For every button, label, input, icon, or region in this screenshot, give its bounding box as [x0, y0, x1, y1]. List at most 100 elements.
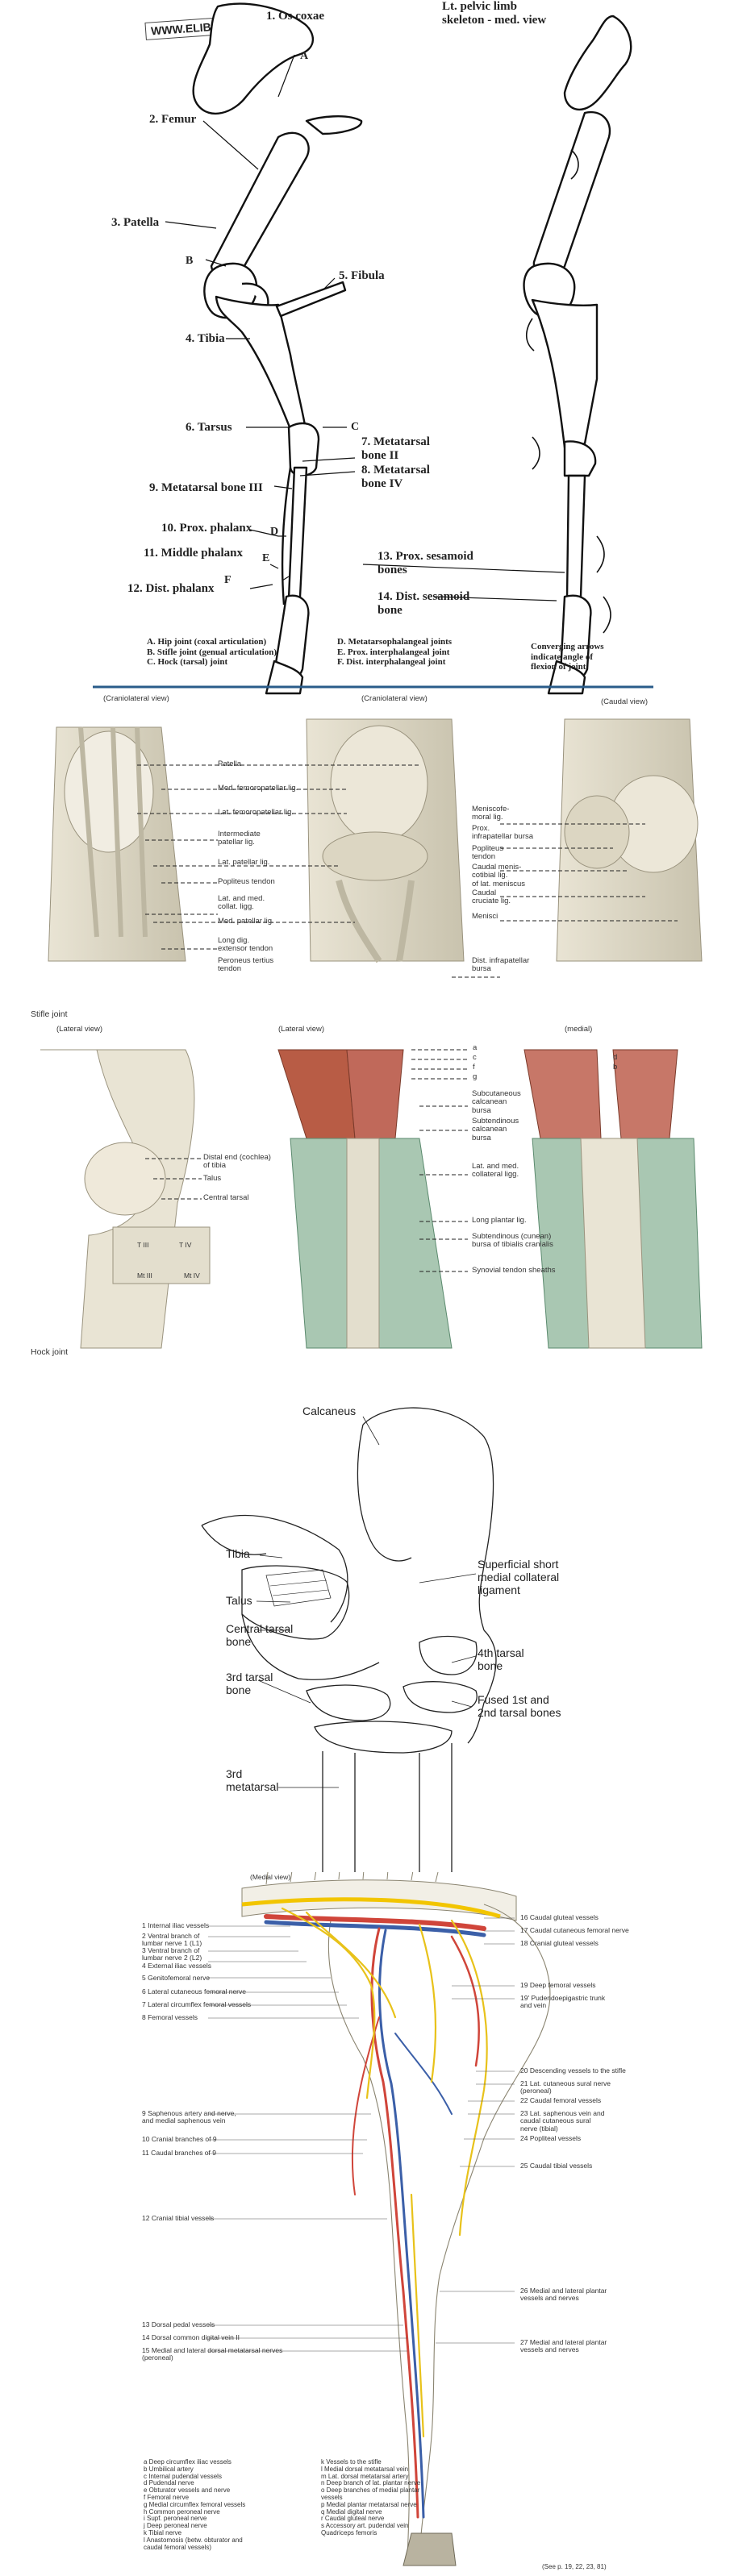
skeleton-legend-col1: A. Hip joint (coxal articulation) B. Sti…	[147, 637, 277, 668]
stifle-label-peroneus: Peroneus tertius tendon	[218, 956, 274, 974]
hock-label-subcut-bursa: Subcutaneous calcanean bursa	[472, 1089, 521, 1115]
label-middle-phalanx: 11. Middle phalanx	[144, 547, 243, 560]
label-patella: 3. Patella	[111, 216, 160, 229]
stifle-label-dist-infra: Dist. infrapatellar bursa	[472, 956, 530, 974]
label-os-coxae: 1. Os coxae	[266, 10, 325, 23]
hock-view-2: (Lateral view)	[278, 1025, 325, 1034]
vessel-label-right-23: 23 Lat. saphenous vein and caudal cutane…	[520, 2109, 605, 2133]
vessel-label-left-6: 6 Lateral cutaneous femoral nerve	[142, 1987, 246, 1995]
vessels-illustration	[208, 1872, 551, 2566]
tarsal-label-third-tarsal: 3rd tarsal bone	[226, 1671, 273, 1697]
stifle-view-1: (Craniolateral view)	[103, 694, 169, 703]
label-tarsus: 6. Tarsus	[186, 421, 232, 434]
vessels-view: (Medial view)	[250, 1873, 291, 1881]
vessel-label-left-15: 15 Medial and lateral dorsal metatarsal …	[142, 2346, 283, 2362]
vessel-label-left-12: 12 Cranial tibial vessels	[142, 2214, 215, 2222]
stifle-label-long-dig: Long dig. extensor tendon	[218, 936, 273, 954]
hock-caption: Hock joint	[31, 1347, 69, 1357]
hock-panel: (Lateral view) (Lateral view) (medial) a…	[0, 1025, 755, 1364]
stifle-label-caudal-menisco: Caudal menis- cotibial lig. of lat. meni…	[472, 863, 525, 888]
stifle-view-3: (Caudal view)	[601, 697, 649, 706]
label-prox-phalanx: 10. Prox. phalanx	[161, 522, 252, 535]
stifle-label-popliteus: Popliteus tendon	[218, 877, 275, 886]
hock-label-distal-end: Distal end (cochlea) of tibia	[203, 1153, 271, 1171]
vessel-label-left-2: 2 Ventral branch of lumbar nerve 1 (L1)	[142, 1932, 202, 1948]
vessel-label-left-3: 3 Ventral branch of lumbar nerve 2 (L2)	[142, 1946, 202, 1962]
label-joint-f: F	[224, 574, 232, 586]
skeleton-legend-col3: Converging arrows indicate angle of flex…	[531, 642, 604, 672]
stifle-label-int-pat: Intermediate patellar lig.	[218, 830, 261, 847]
vessel-label-right-16: 16 Caudal gluteal vessels	[520, 1913, 599, 1921]
hock-label-mt3: Mt III	[137, 1271, 152, 1280]
tarsal-drawing-panel: Calcaneus Tibia Superficial short medial…	[0, 1364, 755, 1872]
hock-letters-right: d b	[613, 1053, 618, 1072]
skeleton-title: Lt. pelvic limb skeleton - med. view	[442, 0, 547, 27]
label-joint-b: B	[186, 255, 194, 267]
vessel-label-left-13: 13 Dorsal pedal vessels	[142, 2320, 215, 2328]
vessel-label-right-22: 22 Caudal femoral vessels	[520, 2096, 602, 2104]
skeleton-panel: WWW.ELIBRAVET.COM Lt. pelvic limb skelet…	[0, 0, 755, 701]
vessel-label-left-10: 10 Cranial branches of 9	[142, 2135, 217, 2143]
hock-view-3: (medial)	[565, 1025, 593, 1034]
vessel-label-left-4: 4 External iliac vessels	[142, 1962, 211, 1970]
stifle-caption: Stifle joint	[31, 1009, 68, 1019]
skeleton-drawing	[93, 2, 653, 695]
label-mt-iii: 9. Metatarsal bone III	[149, 481, 263, 494]
tarsal-label-fourth-tarsal: 4th tarsal bone	[478, 1646, 524, 1673]
label-fibula: 5. Fibula	[339, 269, 385, 282]
stifle-label-coll-ligg: Lat. and med. collat. ligg.	[218, 894, 265, 912]
stifle-illustration	[48, 718, 703, 978]
tarsal-label-calcaneus: Calcaneus	[302, 1405, 357, 1417]
hock-label-central-tarsal: Central tarsal	[203, 1193, 249, 1202]
stifle-label-lat-fempat: Lat. femoropatellar lig.	[218, 808, 294, 817]
vessel-label-right-27: 27 Medial and lateral plantar vessels an…	[520, 2338, 607, 2354]
hock-letters-left: a c f g	[473, 1043, 478, 1081]
tarsal-label-third-mt: 3rd metatarsal	[226, 1767, 279, 1794]
vessel-label-right-25: 25 Caudal tibial vessels	[520, 2162, 593, 2170]
vessel-label-left-5: 5 Genitofemoral nerve	[142, 1974, 211, 1982]
stifle-label-menisci: Menisci	[472, 912, 498, 921]
vessel-label-right-17: 17 Caudal cutaneous femoral nerve	[520, 1926, 629, 1934]
tarsal-line-drawing	[201, 1407, 497, 1872]
label-mt-ii: 7. Metatarsal bone II	[361, 435, 430, 463]
vessel-label-right-19: 19 Deep femoral vessels	[520, 1981, 596, 1989]
label-joint-e: E	[262, 552, 270, 564]
skeleton-legend-col2: D. Metatarsophalangeal joints E. Prox. i…	[337, 637, 453, 668]
hock-label-subtend-bursa: Subtendinous calcanean bursa	[472, 1117, 519, 1142]
tarsal-label-sup-short: Superficial short medial collateral liga…	[478, 1558, 560, 1597]
hock-label-mt4: Mt IV	[184, 1271, 200, 1280]
hock-label-t4: T IV	[179, 1241, 192, 1249]
vessel-label-left-11: 11 Caudal branches of 9	[142, 2149, 216, 2157]
stifle-label-med-pat: Med. patellar lig.	[218, 917, 274, 926]
label-prox-sesamoid: 13. Prox. sesamoid bones	[378, 550, 473, 577]
tarsal-label-central-tarsal: Central tarsal bone	[226, 1622, 294, 1649]
stifle-view-2: (Craniolateral view)	[361, 694, 428, 703]
hock-illustration	[40, 1049, 703, 1349]
stifle-label-lat-pat: Lat. patellar lig.	[218, 858, 270, 867]
stifle-label-patella: Patella	[218, 759, 242, 768]
hock-label-coll-lig: Lat. and med. collateral ligg.	[472, 1162, 519, 1180]
label-tibia: 4. Tibia	[186, 332, 225, 345]
label-joint-c: C	[351, 421, 360, 433]
vessel-label-right-20: 20 Descending vessels to the stifle	[520, 2066, 626, 2075]
tarsal-label-talus: Talus	[226, 1594, 252, 1607]
vessel-label-left-9: 9 Saphenous artery and nerve, and medial…	[142, 2109, 236, 2125]
label-joint-a: A	[300, 50, 309, 62]
vessel-label-right-19b: 19' Pudendoepigastric trunk and vein	[520, 1994, 606, 2010]
label-joint-d: D	[270, 526, 279, 538]
stifle-label-caudal-cruciate: Caudal cruciate lig.	[472, 888, 511, 906]
label-mt-iv: 8. Metatarsal bone IV	[361, 464, 430, 491]
hock-label-talus: Talus	[203, 1174, 222, 1183]
hock-view-1: (Lateral view)	[56, 1025, 103, 1034]
vessel-label-right-24: 24 Popliteal vessels	[520, 2134, 582, 2142]
vessel-label-left-7: 7 Lateral circumflex femoral vessels	[142, 2000, 252, 2008]
vessel-label-left-14: 14 Dorsal common digital vein II	[142, 2333, 240, 2341]
stifle-label-popliteus-2: Popliteus tendon	[472, 844, 504, 862]
vessels-panel: (Medial view) 1 Internal iliac vessels 2…	[0, 1872, 755, 2576]
vessel-label-right-21: 21 Lat. cutaneous sural nerve (peroneal)	[520, 2079, 611, 2095]
stifle-label-med-fempat: Med. femoropatellar lig.	[218, 784, 298, 793]
tarsal-label-tibia: Tibia	[226, 1547, 250, 1560]
hock-label-synovial: Synovial tendon sheaths	[472, 1266, 556, 1275]
hock-label-subtend-cunean: Subtendinous (cunean) bursa of tibialis …	[472, 1232, 553, 1250]
label-dist-sesamoid: 14. Dist. sesamoid bone	[378, 590, 470, 618]
